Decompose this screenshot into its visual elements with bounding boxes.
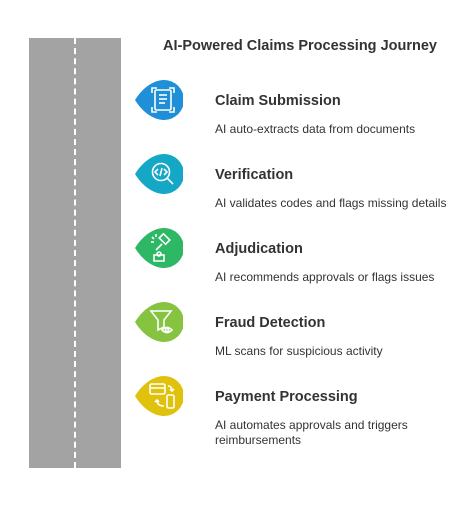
step-description: AI automates approvals and triggers reim… <box>215 418 408 447</box>
step-title: Claim Submission <box>215 93 341 109</box>
step-description: AI validates codes and flags missing det… <box>215 196 447 210</box>
step-description: AI auto-extracts data from documents <box>215 122 416 136</box>
road <box>29 38 121 468</box>
step-verification: Verification AI validates codes and flag… <box>0 154 474 228</box>
diagram-title: AI-Powered Claims Processing Journey <box>163 38 437 54</box>
code-magnifier-icon <box>135 154 183 194</box>
filter-eye-icon <box>135 302 183 342</box>
step-description: AI recommends approvals or flags issues <box>215 270 435 284</box>
step-fraud-detection: Fraud Detection ML scans for suspicious … <box>0 302 474 376</box>
document-icon <box>135 80 183 120</box>
road-center-line <box>74 38 76 468</box>
step-title: Payment Processing <box>215 389 358 405</box>
step-title: Adjudication <box>215 241 303 257</box>
step-description: ML scans for suspicious activity <box>215 344 383 358</box>
step-payment-processing: Payment Processing AI automates approval… <box>0 376 474 450</box>
step-title: Verification <box>215 167 294 183</box>
step-title: Fraud Detection <box>215 315 326 331</box>
step-claim-submission: Claim Submission AI auto-extracts data f… <box>0 80 474 154</box>
gavel-icon <box>135 228 183 268</box>
step-adjudication: Adjudication AI recommends approvals or … <box>0 228 474 302</box>
card-phone-transfer-icon <box>135 376 183 416</box>
